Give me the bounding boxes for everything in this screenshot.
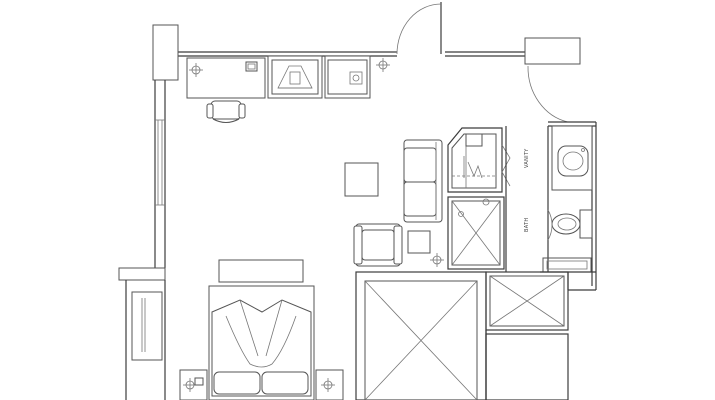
walls (118, 24, 581, 400)
structural-shafts (355, 271, 569, 400)
column-top-left (152, 24, 179, 81)
floor-lamp-icon (430, 253, 444, 267)
shower (447, 196, 505, 270)
tv-cabinet (267, 55, 323, 99)
desk-chair (206, 100, 246, 123)
desk (186, 57, 266, 99)
entry-door (396, 2, 442, 55)
bath-label: BATH (524, 218, 530, 232)
side-door (527, 65, 596, 127)
safe-icon (349, 71, 363, 85)
headboard-bench (218, 259, 304, 283)
sofa (403, 139, 443, 223)
side-table (407, 230, 431, 254)
pillow (261, 371, 309, 395)
phone-icon (194, 377, 204, 386)
nightstand-right (315, 369, 344, 400)
vanity (551, 125, 593, 191)
pillow (213, 371, 261, 395)
column-top-right (524, 37, 581, 65)
toilet-icon (551, 209, 593, 239)
armchair (353, 223, 403, 267)
nightstand-left (179, 369, 208, 400)
vanity-label: VANITY (524, 148, 530, 168)
bathroom: VANITY BATH (505, 122, 597, 291)
bed (208, 259, 315, 400)
desk-counter (186, 55, 390, 99)
closet (131, 291, 163, 361)
ottoman (344, 162, 379, 197)
fridge-cabinet (324, 55, 371, 99)
wardrobe (447, 127, 511, 193)
wall-ledge (118, 267, 166, 281)
phone-icon (245, 61, 258, 72)
